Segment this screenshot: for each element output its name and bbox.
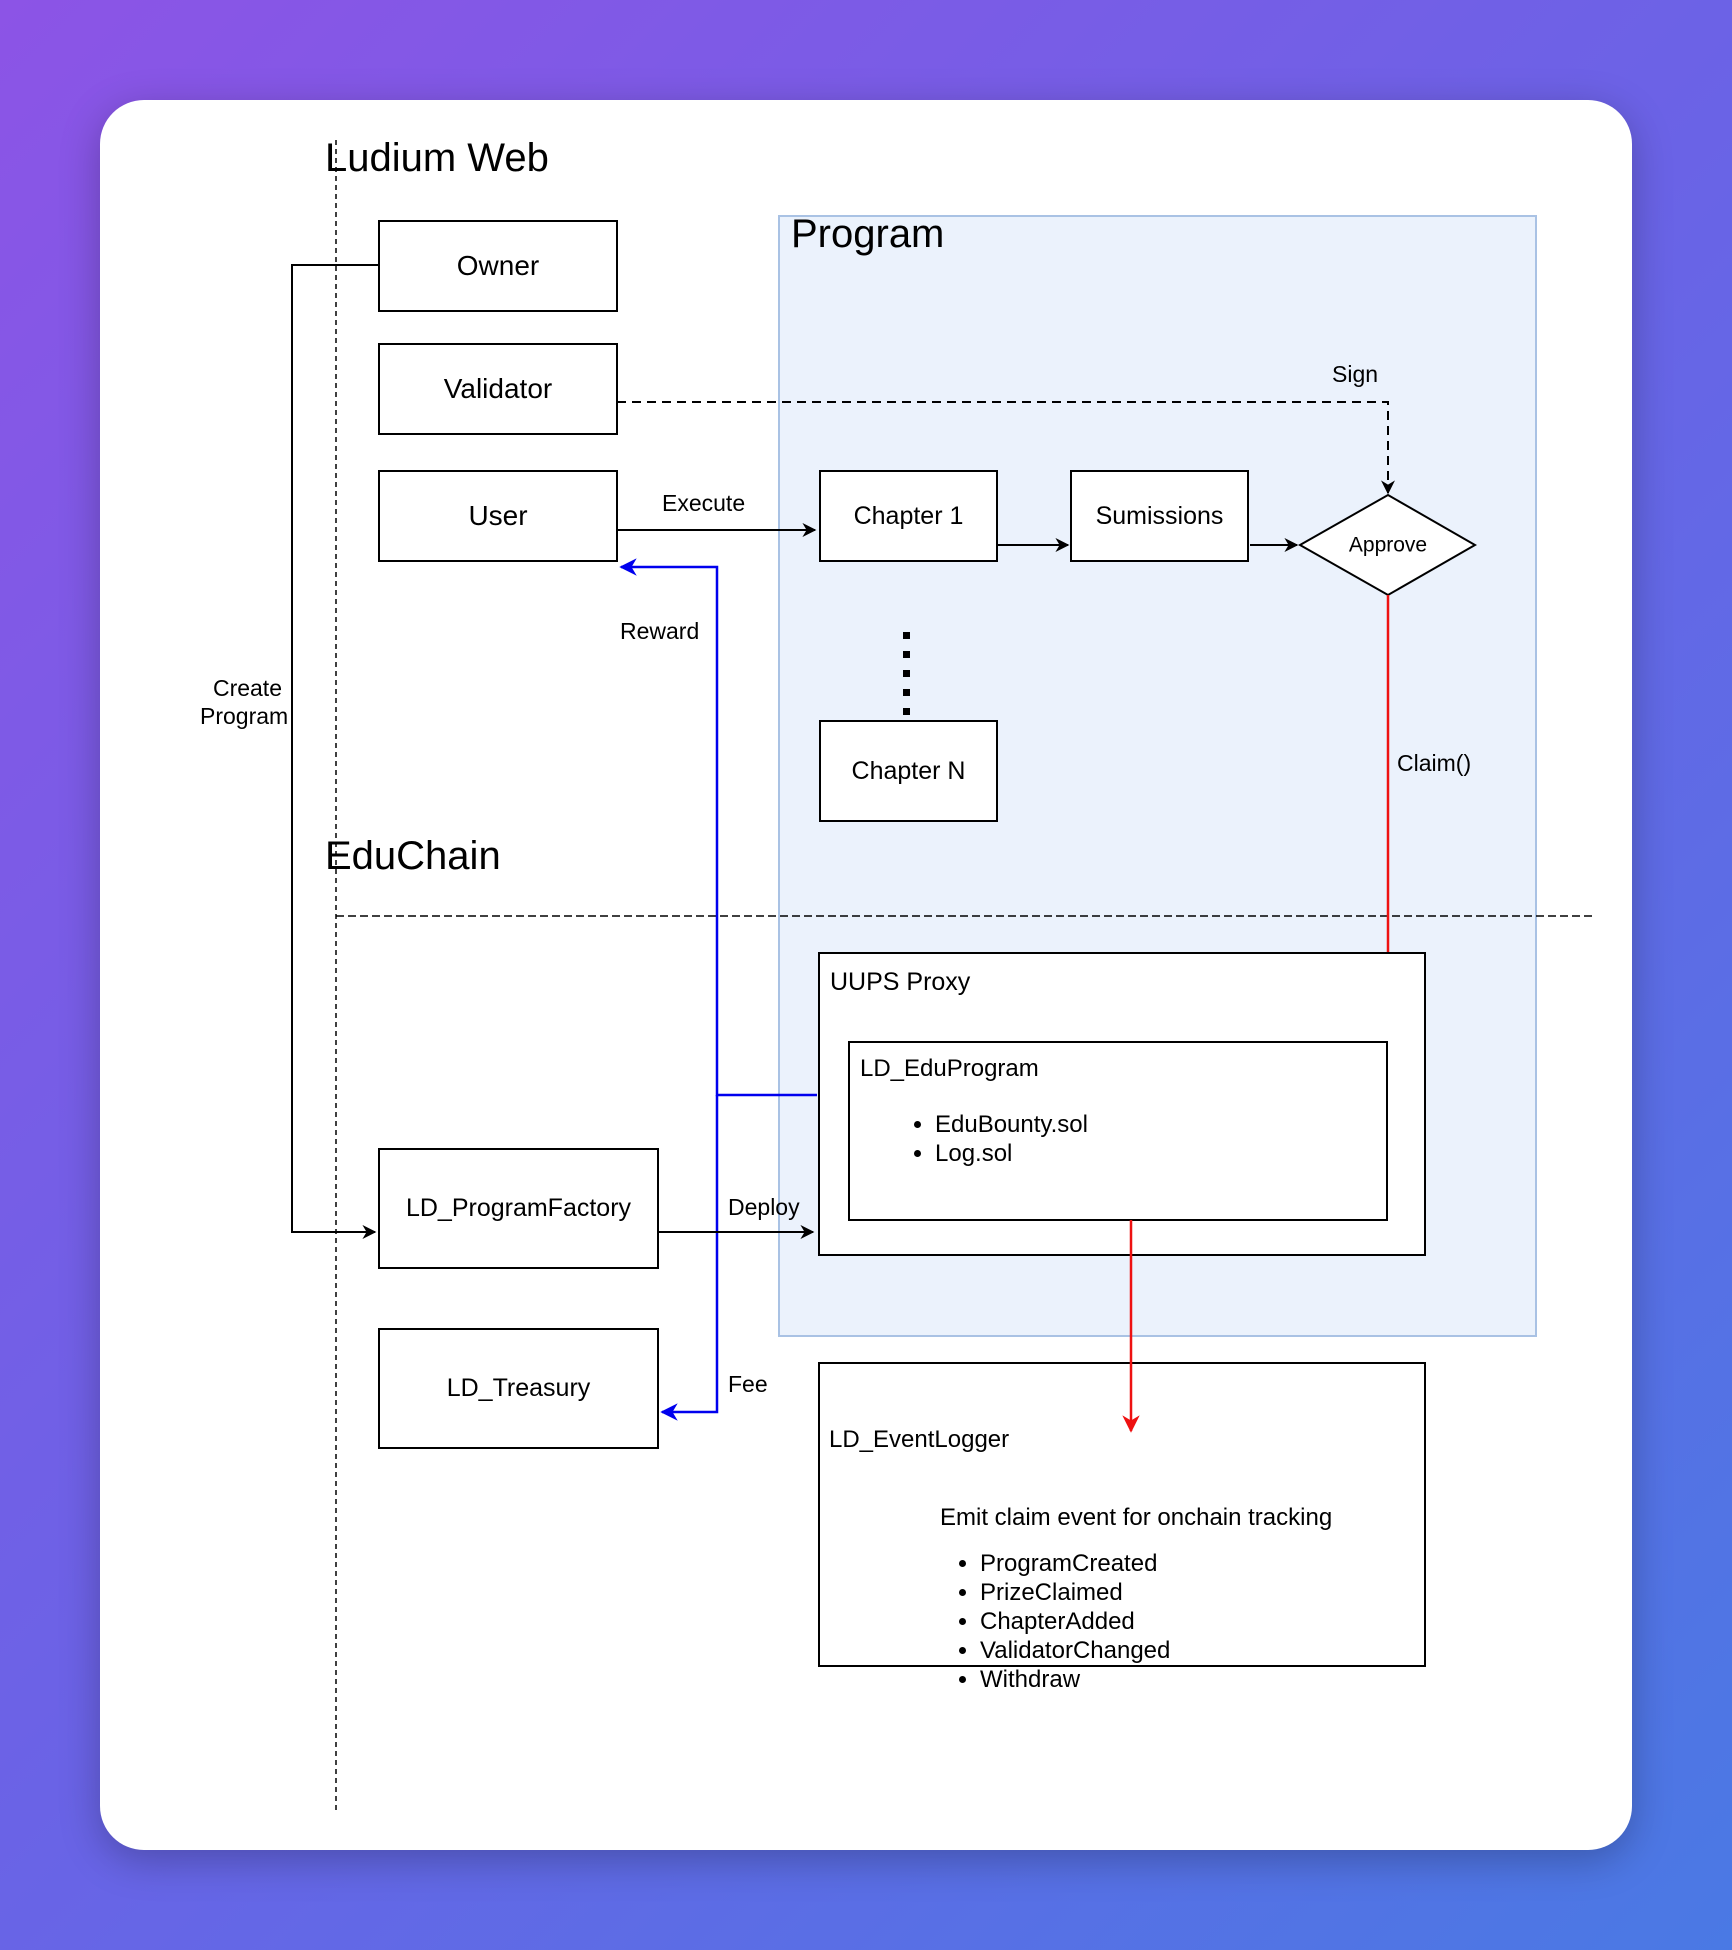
event-logger-title: LD_EventLogger	[829, 1426, 1010, 1453]
program-factory-node: LD_ProgramFactory	[378, 1148, 659, 1269]
user-node: User	[378, 470, 618, 562]
program-title: Program	[791, 212, 945, 256]
event-logger-box	[818, 1362, 1426, 1667]
list-item: ChapterAdded	[980, 1607, 1170, 1636]
chapter-1-node: Chapter 1	[819, 470, 998, 562]
approve-label: Approve	[1348, 533, 1428, 557]
fee-connector	[660, 1095, 719, 1421]
educhain-title: EduChain	[325, 834, 501, 878]
execute-label: Execute	[662, 490, 746, 516]
reward-label: Reward	[620, 618, 700, 644]
list-item: Withdraw	[980, 1665, 1170, 1694]
sign-label: Sign	[1332, 361, 1379, 387]
owner-node: Owner	[378, 220, 618, 312]
create-program-label: Create Program	[200, 675, 289, 730]
event-logger-list: ProgramCreated PrizeClaimed ChapterAdded…	[952, 1549, 1170, 1694]
treasury-node: LD_Treasury	[378, 1328, 659, 1449]
validator-node: Validator	[378, 343, 618, 435]
sign-connector	[617, 401, 1395, 495]
list-item: PrizeClaimed	[980, 1578, 1170, 1607]
list-item: EduBounty.sol	[935, 1110, 1088, 1139]
create-program-connector	[291, 264, 378, 1239]
list-item: Log.sol	[935, 1139, 1088, 1168]
create-program-label-line1: Create	[212, 675, 282, 701]
fee-label: Fee	[728, 1371, 768, 1397]
reward-connector	[619, 558, 817, 1097]
edu-program-box	[848, 1041, 1388, 1221]
deploy-label: Deploy	[728, 1194, 800, 1220]
diagram-canvas	[291, 140, 1592, 1810]
submissions-node: Sumissions	[1070, 470, 1249, 562]
event-logger-description: Emit claim event for onchain tracking	[940, 1504, 1333, 1531]
uups-proxy-title: UUPS Proxy	[830, 968, 971, 996]
edu-program-list: EduBounty.sol Log.sol	[907, 1110, 1088, 1168]
edu-program-title: LD_EduProgram	[860, 1055, 1039, 1082]
diagram-card: Ludium Web Program EduChain Owner Valida…	[100, 100, 1632, 1850]
ludium-web-title: Ludium Web	[325, 136, 549, 180]
create-program-label-line2: Program	[200, 702, 289, 729]
list-item: ValidatorChanged	[980, 1636, 1170, 1665]
list-item: ProgramCreated	[980, 1549, 1170, 1578]
chapter-n-node: Chapter N	[819, 720, 998, 822]
claim-label: Claim()	[1397, 750, 1472, 776]
